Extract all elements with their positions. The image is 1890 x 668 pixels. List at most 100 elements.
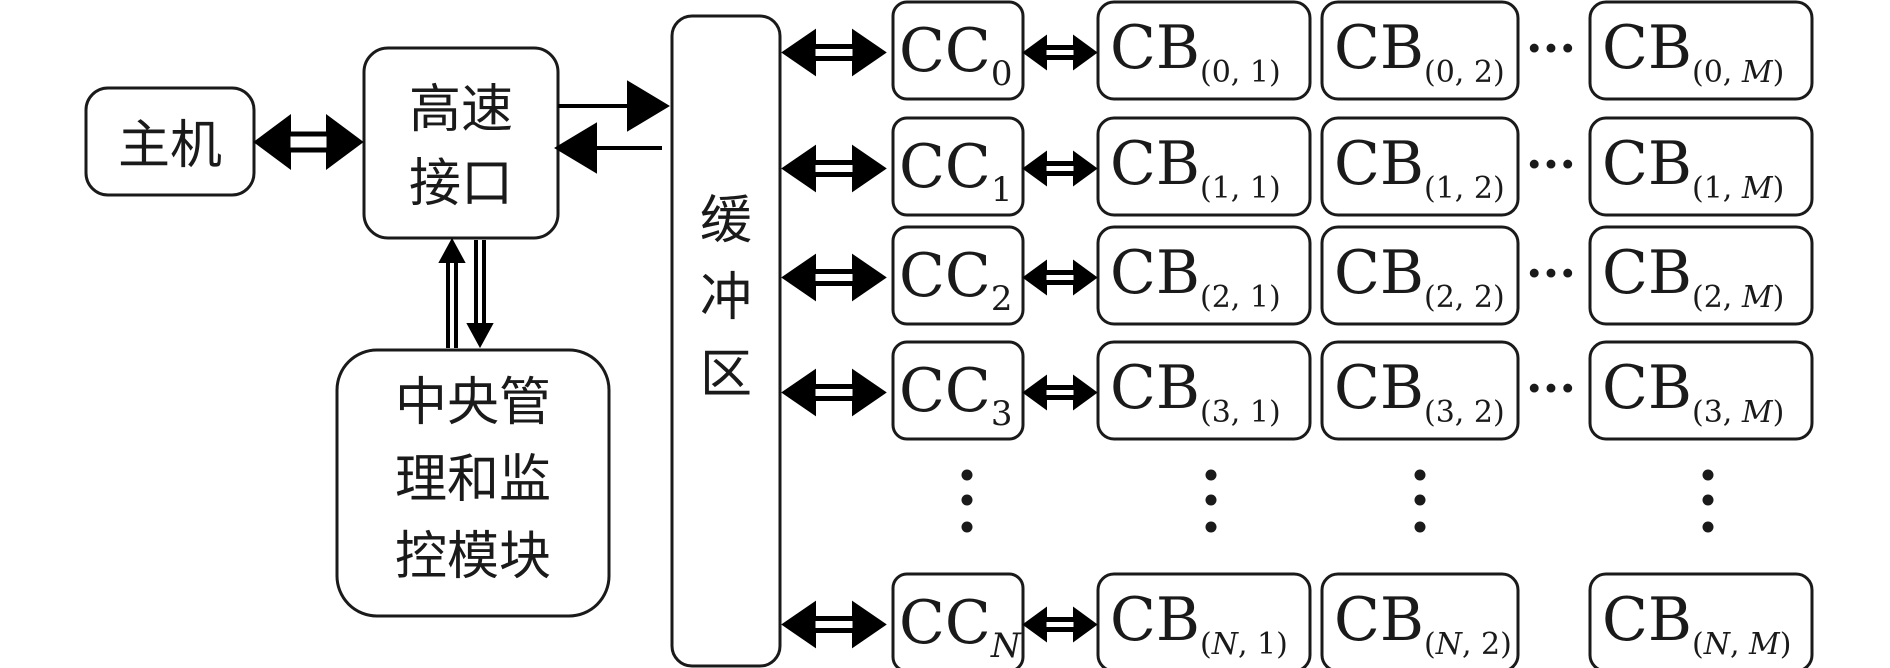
cb-label-4-2-main: CB	[1602, 585, 1692, 655]
cb-label-3-1: CB(3, 2)	[1334, 353, 1505, 430]
cb-label-1-0-subscript: (1, 1)	[1200, 171, 1281, 206]
buffer-cc-arrow-2	[781, 253, 887, 302]
cb-label-0-2-main: CB	[1602, 13, 1692, 83]
cb-label-2-0-subscript: (2, 1)	[1200, 280, 1281, 315]
cb-label-1-2: CB(1, M)	[1602, 129, 1784, 206]
cb-node-2-1: CB(2, 2)	[1320, 225, 1520, 326]
cc-label-1: CC1	[899, 132, 1012, 210]
cb-node-4-0: CB(N, 1)	[1096, 572, 1312, 668]
cb-label-1-1: CB(1, 2)	[1334, 129, 1505, 206]
interface-to-buffer-arrow	[558, 80, 670, 132]
ellipsis-2: ···	[1526, 246, 1576, 302]
cc-node-4: CCN	[891, 572, 1025, 668]
cb-label-4-2-subscript: (N, M)	[1692, 627, 1791, 662]
cb-node-2-0: CB(2, 1)	[1096, 225, 1312, 326]
cb-label-0-1-main: CB	[1334, 13, 1424, 83]
central-label-line3: 控模块	[395, 527, 551, 587]
cc-label-0: CC0	[899, 16, 1012, 94]
central-label-line1: 中央管	[395, 373, 551, 433]
buffer-cc-arrow-0	[781, 28, 887, 77]
host-label: 主机	[118, 116, 222, 176]
cb-label-3-2-subscript: (3, M)	[1692, 395, 1784, 430]
cb-label-2-2-subscript: (2, M)	[1692, 280, 1784, 315]
cb-label-3-1-subscript: (3, 2)	[1424, 395, 1505, 430]
cc-cb-arrow-3	[1022, 374, 1098, 411]
vertical-ellipsis-1	[1205, 469, 1217, 533]
buffer-cc-arrow-1	[781, 144, 887, 193]
cb-label-0-2-subscript: (0, M)	[1692, 55, 1784, 90]
cc-cb-arrow-2	[1022, 259, 1098, 296]
cb-label-4-1-subscript: (N, 2)	[1424, 627, 1512, 662]
cb-label-0-2: CB(0, M)	[1602, 13, 1784, 90]
cb-label-3-0: CB(3, 1)	[1110, 353, 1281, 430]
cb-label-3-1-main: CB	[1334, 353, 1424, 423]
interface-label-line2: 接口	[409, 154, 513, 214]
cc-cb-arrow-1	[1022, 150, 1098, 187]
cb-label-0-0-subscript: (0, 1)	[1200, 55, 1281, 90]
cb-node-0-2: CB(0, M)	[1588, 0, 1814, 101]
cb-label-4-0-main: CB	[1110, 585, 1200, 655]
cb-label-1-2-subscript: (1, M)	[1692, 171, 1784, 206]
cb-label-1-2-main: CB	[1602, 129, 1692, 199]
buffer-node: 缓 冲 区	[670, 14, 782, 668]
cb-node-0-1: CB(0, 2)	[1320, 0, 1520, 101]
cc-node-1: CC1	[891, 116, 1025, 217]
cb-node-4-2: CB(N, M)	[1588, 572, 1814, 668]
cc-label-2: CC2	[899, 241, 1012, 319]
cb-label-4-2: CB(N, M)	[1602, 585, 1791, 662]
cc-node-0: CC0	[891, 0, 1025, 101]
ellipsis-0: ···	[1526, 21, 1576, 77]
vertical-ellipsis-0	[961, 469, 973, 533]
cb-node-0-0: CB(0, 1)	[1096, 0, 1312, 101]
cb-label-2-0: CB(2, 1)	[1110, 238, 1281, 315]
host-interface-double-arrow	[253, 114, 364, 170]
cb-label-2-0-main: CB	[1110, 238, 1200, 308]
ellipsis-3: ···	[1526, 361, 1576, 417]
interface-label-line1: 高速	[409, 80, 513, 140]
cc-label-3: CC3	[899, 356, 1012, 434]
cb-node-3-0: CB(3, 1)	[1096, 340, 1312, 441]
cb-label-3-2: CB(3, M)	[1602, 353, 1784, 430]
central-to-interface-arrow	[438, 237, 466, 348]
cc-node-2: CC2	[891, 225, 1025, 326]
central-label-line2: 理和监	[395, 450, 551, 510]
buffer-label-line3: 区	[700, 345, 752, 405]
host-node: 主机	[84, 86, 256, 197]
cb-label-4-0-subscript: (N, 1)	[1200, 627, 1288, 662]
interface-to-central-arrow	[466, 240, 494, 349]
buffer-label-line2: 冲	[700, 268, 752, 328]
cb-node-4-1: CB(N, 2)	[1320, 572, 1520, 668]
cb-label-4-1-main: CB	[1334, 585, 1424, 655]
cb-label-0-0: CB(0, 1)	[1110, 13, 1281, 90]
cb-node-3-1: CB(3, 2)	[1320, 340, 1520, 441]
cb-label-1-1-subscript: (1, 2)	[1424, 171, 1505, 206]
cb-label-3-0-main: CB	[1110, 353, 1200, 423]
cb-label-2-2-main: CB	[1602, 238, 1692, 308]
cb-label-3-2-main: CB	[1602, 353, 1692, 423]
cb-node-2-2: CB(2, M)	[1588, 225, 1814, 326]
buffer-label-line1: 缓	[700, 191, 752, 251]
cb-node-1-2: CB(1, M)	[1588, 116, 1814, 217]
cb-label-2-1-subscript: (2, 2)	[1424, 280, 1505, 315]
vertical-ellipsis-2	[1414, 469, 1426, 533]
cc-cb-arrow-0	[1022, 34, 1098, 71]
ellipsis-1: ···	[1526, 137, 1576, 193]
cb-label-0-0-main: CB	[1110, 13, 1200, 83]
buffer-cc-arrow-3	[781, 368, 887, 417]
cb-label-4-0: CB(N, 1)	[1110, 585, 1288, 662]
cb-label-2-1: CB(2, 2)	[1334, 238, 1505, 315]
interface-node: 高速 接口	[362, 46, 560, 240]
cb-label-1-0-main: CB	[1110, 129, 1200, 199]
cc-node-3: CC3	[891, 340, 1025, 441]
cb-label-2-1-main: CB	[1334, 238, 1424, 308]
cb-node-1-0: CB(1, 1)	[1096, 116, 1312, 217]
cb-label-1-1-main: CB	[1334, 129, 1424, 199]
cb-node-1-1: CB(1, 2)	[1320, 116, 1520, 217]
